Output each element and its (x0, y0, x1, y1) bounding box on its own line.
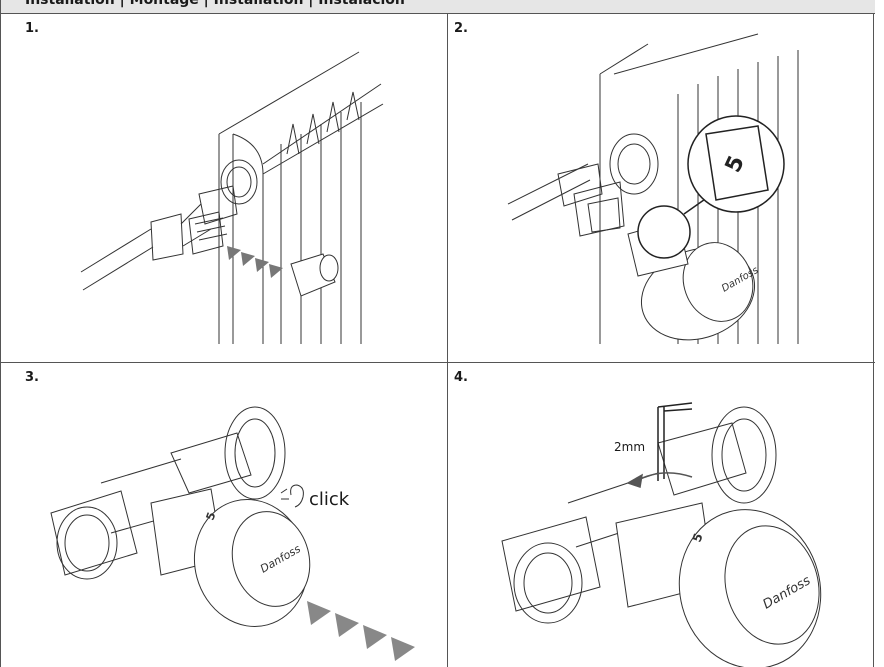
step-panel-2: 5 Danfoss 5 2. (448, 14, 875, 363)
radiator-illustration: 5 Danfoss 5 (507, 33, 799, 344)
radiator-illustration (80, 51, 384, 344)
click-label: click (309, 489, 350, 510)
step-number: 3. (25, 370, 39, 385)
rotation-arrow-icon (626, 472, 693, 488)
step-number: 1. (25, 21, 39, 36)
section-title: Installation | Montage | Installation | … (25, 0, 405, 8)
step-panel-3: 5 Danfoss click 3. (1, 363, 448, 667)
step-number: 4. (454, 370, 468, 385)
valve-illustration: 2mm 5 Danfoss (501, 402, 822, 667)
thermostat-head-illustration: 5 Danfoss (627, 219, 760, 341)
valve-illustration: 5 Danfoss click (50, 406, 415, 661)
step-number: 2. (454, 21, 468, 36)
hex-key-icon (657, 402, 693, 481)
thermostat-head-illustration: 5 Danfoss (615, 502, 822, 667)
thermostat-head-illustration: 5 Danfoss (150, 488, 311, 627)
hex-key-size-label: 2mm (614, 440, 645, 454)
dial-setting: 5 (204, 510, 219, 522)
section-header: Installation | Montage | Installation | … (1, 0, 875, 14)
direction-arrow-icon (227, 246, 283, 278)
step-panel-1: 1. (1, 14, 448, 363)
step-panel-4: 2mm 5 Danfoss 4. (448, 363, 875, 667)
ear-icon (280, 484, 304, 508)
direction-arrow-icon (307, 601, 415, 661)
